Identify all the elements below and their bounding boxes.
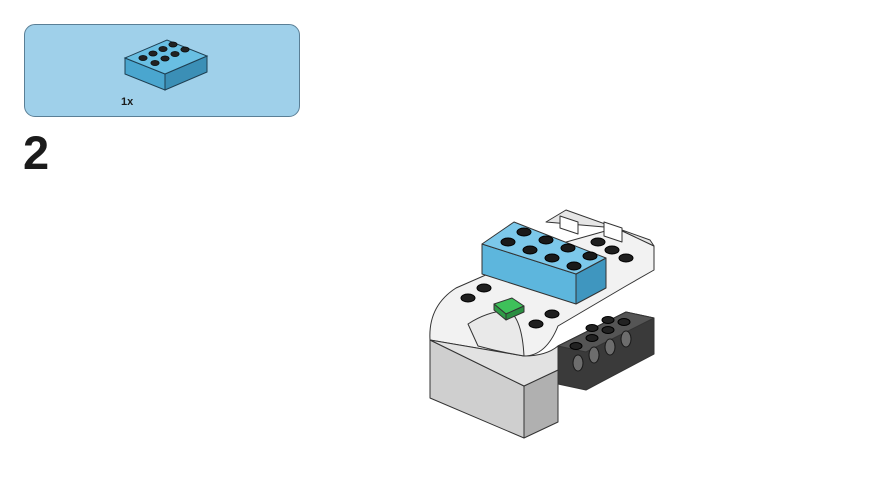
- lego-brick-2x4-icon: [123, 39, 209, 91]
- hub-with-brick-assembly-icon: [429, 209, 655, 439]
- part-quantity-label: 1x: [121, 96, 134, 108]
- step-number: 2: [23, 126, 50, 179]
- parts-callout: 1x: [24, 24, 300, 117]
